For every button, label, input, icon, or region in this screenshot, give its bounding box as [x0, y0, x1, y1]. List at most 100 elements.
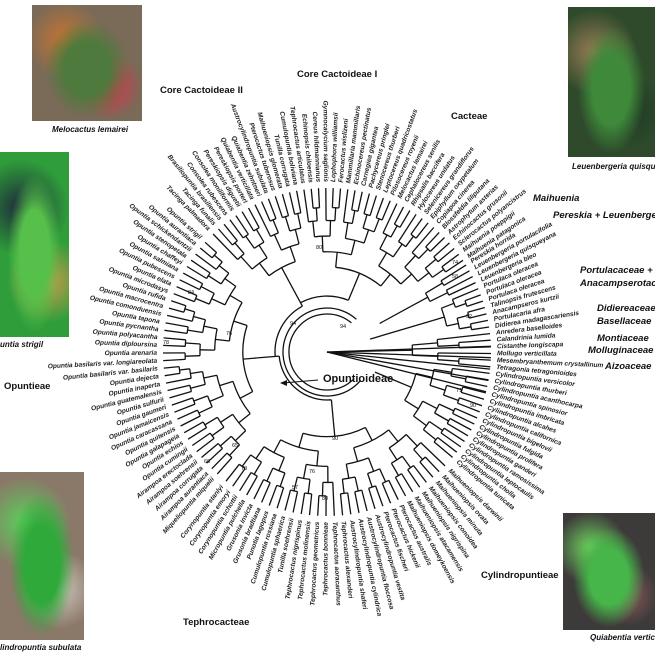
photo-cylindropuntia [0, 472, 84, 640]
branch [312, 221, 316, 237]
branch [253, 479, 265, 500]
branch [373, 218, 380, 233]
branch [295, 190, 302, 214]
branch [199, 247, 213, 259]
branch [266, 467, 274, 482]
branch [235, 215, 249, 235]
branch [464, 294, 481, 302]
branch [446, 418, 451, 424]
branch [321, 236, 324, 252]
branch [198, 406, 213, 414]
clade-label: Didiereaceae [597, 303, 655, 314]
branch [307, 479, 311, 494]
branch [437, 344, 460, 347]
branch [449, 417, 472, 431]
branch [466, 300, 484, 308]
branch [436, 339, 439, 347]
branch [168, 307, 185, 313]
branch [459, 397, 483, 407]
branch [422, 400, 438, 410]
branch [432, 316, 445, 322]
branch [195, 297, 210, 305]
branch [363, 229, 370, 244]
branch [412, 465, 427, 483]
support-value: 90 [470, 403, 476, 409]
branch [354, 476, 359, 492]
branch [465, 381, 488, 388]
branch [282, 215, 289, 219]
branch [241, 211, 255, 232]
branch [174, 403, 196, 413]
branch [213, 254, 223, 263]
tip-label: Cereus hildmannianus [311, 111, 322, 182]
branch [206, 395, 213, 408]
branch [288, 313, 355, 391]
support-value: 84 [188, 290, 194, 296]
branch [253, 227, 260, 232]
branch [238, 413, 251, 424]
tip-label: Tephrocactus aoracanthus [331, 522, 342, 607]
branch [238, 463, 246, 470]
branch [289, 246, 296, 262]
branch [469, 323, 473, 330]
branch [212, 233, 239, 260]
branch [223, 223, 238, 242]
branch [281, 267, 290, 282]
branch [357, 191, 363, 212]
support-value: 94 [340, 324, 346, 330]
branch [437, 352, 492, 355]
branch [326, 351, 491, 359]
clade-label: Core Cactoideae II [160, 85, 243, 96]
branch [332, 482, 335, 516]
branch [382, 203, 398, 234]
branch [184, 308, 195, 313]
branch [393, 206, 405, 225]
branch [398, 241, 407, 248]
clade-label: Molluginaceae [588, 345, 654, 356]
clade-label: Cylindropuntieae [481, 570, 559, 581]
branch [267, 198, 277, 219]
branch [245, 235, 255, 249]
branch [170, 300, 187, 307]
branch [394, 476, 407, 497]
branch [375, 197, 385, 218]
branch [443, 427, 465, 442]
branch [219, 435, 232, 447]
branch [347, 492, 352, 515]
branch [391, 455, 403, 464]
branch [413, 442, 422, 450]
branch [429, 384, 446, 391]
branch [167, 384, 190, 392]
support-value: 92 [466, 314, 472, 320]
branch [218, 265, 230, 274]
clade-label: Aizoaceae [605, 361, 652, 372]
branch [180, 415, 201, 427]
branch [297, 476, 311, 481]
branch [410, 296, 429, 308]
branch [440, 264, 467, 282]
branch [199, 283, 204, 290]
clade-label: Core Cactoideae I [297, 69, 378, 80]
branch [446, 276, 473, 291]
branch [366, 473, 373, 488]
branch [298, 433, 304, 448]
branch [200, 286, 215, 294]
branch [206, 447, 223, 464]
branch [467, 306, 485, 313]
branch [292, 491, 299, 513]
branch [341, 479, 345, 494]
branch [344, 222, 349, 239]
photo-caption: Melocactus lemairei [52, 125, 129, 134]
branch [411, 227, 435, 254]
branch [274, 305, 303, 357]
branch [220, 413, 234, 423]
branch [379, 468, 387, 483]
branch [363, 193, 371, 214]
branch [258, 262, 270, 277]
branch [351, 210, 356, 224]
branch [202, 421, 208, 428]
branch [335, 252, 338, 268]
branch [404, 399, 419, 410]
support-value: 78 [163, 340, 169, 346]
branch [233, 320, 248, 327]
